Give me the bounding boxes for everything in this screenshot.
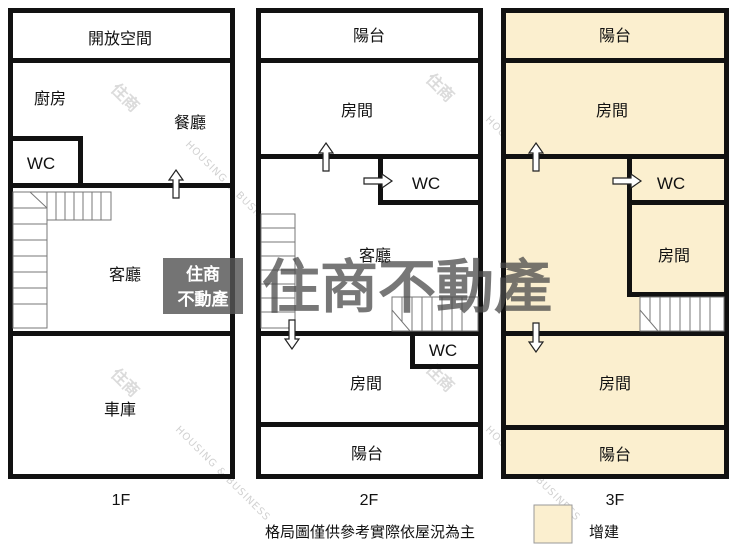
room-bedroom-top-3f: 房間 (596, 101, 628, 120)
watermark-big-text: 住商不動產 (262, 253, 552, 321)
legend-extension-label: 增建 (589, 523, 619, 541)
watermark: 住商 不動產 住商不動產 (163, 253, 552, 321)
watermark-logo-bottom: 不動產 (178, 289, 229, 310)
faint-logo-2: 住商 (422, 69, 458, 105)
room-garage-1f: 車庫 (104, 400, 136, 419)
room-dining-1f: 餐廳 (174, 113, 206, 132)
room-wc-top-2f: WC (412, 174, 440, 193)
room-bedroom-top-2f: 房間 (341, 101, 373, 120)
faint-logo-1: 住商 (107, 79, 143, 115)
legend-extension-swatch (533, 504, 573, 544)
room-wc-1f: WC (27, 154, 55, 173)
room-living-1f: 客廳 (109, 265, 141, 284)
arrow-down-3f (527, 322, 545, 354)
arrow-down-2f (283, 319, 301, 351)
staircase-1f (12, 191, 112, 329)
room-balcony-top-2f: 陽台 (353, 26, 385, 45)
arrow-up-1f (167, 168, 185, 199)
watermark-logo-box (163, 258, 243, 314)
room-living-2f: 客廳 (359, 246, 391, 265)
footer: 格局圖僅供參考實際依屋況為主 增建 (265, 504, 619, 544)
floor-1f-walls (8, 8, 235, 479)
room-wc-3f: WC (657, 174, 685, 193)
floor-label-2f: 2F (360, 492, 379, 509)
room-wc-bottom-2f: WC (429, 341, 457, 360)
floor-label-1f: 1F (112, 492, 131, 509)
watermark-logo-top: 住商 (186, 264, 220, 285)
arrow-up-2f (317, 141, 335, 172)
staircase-2f (260, 213, 479, 332)
floor-3f-walls (501, 8, 729, 479)
room-bedroom-mid-3f: 房間 (658, 246, 690, 265)
floor-1f-labels: 開放空間 廚房 餐廳 WC 客廳 車庫 1F (27, 29, 206, 509)
floor-2f-walls (256, 8, 483, 479)
disclaimer-caption: 格局圖僅供參考實際依屋況為主 (265, 523, 475, 541)
room-bedroom-bottom-2f: 房間 (350, 374, 382, 393)
floor-2f-labels: 陽台 房間 WC 客廳 WC 房間 陽台 2F (341, 26, 457, 509)
floor-3f-labels: 陽台 房間 WC 房間 房間 陽台 3F (596, 26, 690, 509)
room-balcony-bottom-2f: 陽台 (351, 444, 383, 463)
arrow-up-3f (527, 141, 545, 172)
staircase-3f (639, 296, 725, 332)
arrow-right-2f (363, 172, 394, 190)
room-kitchen-1f: 廚房 (34, 89, 66, 108)
floor-label-3f: 3F (606, 492, 625, 509)
extension-fill-3f (506, 12, 724, 474)
room-balcony-top-3f: 陽台 (599, 26, 631, 45)
room-balcony-bottom-3f: 陽台 (599, 445, 631, 464)
arrow-right-3f (612, 172, 643, 190)
room-bedroom-bottom-3f: 房間 (599, 374, 631, 393)
room-open-space-1f: 開放空間 (88, 29, 152, 48)
faint-logo-4: 住商 (107, 364, 143, 400)
